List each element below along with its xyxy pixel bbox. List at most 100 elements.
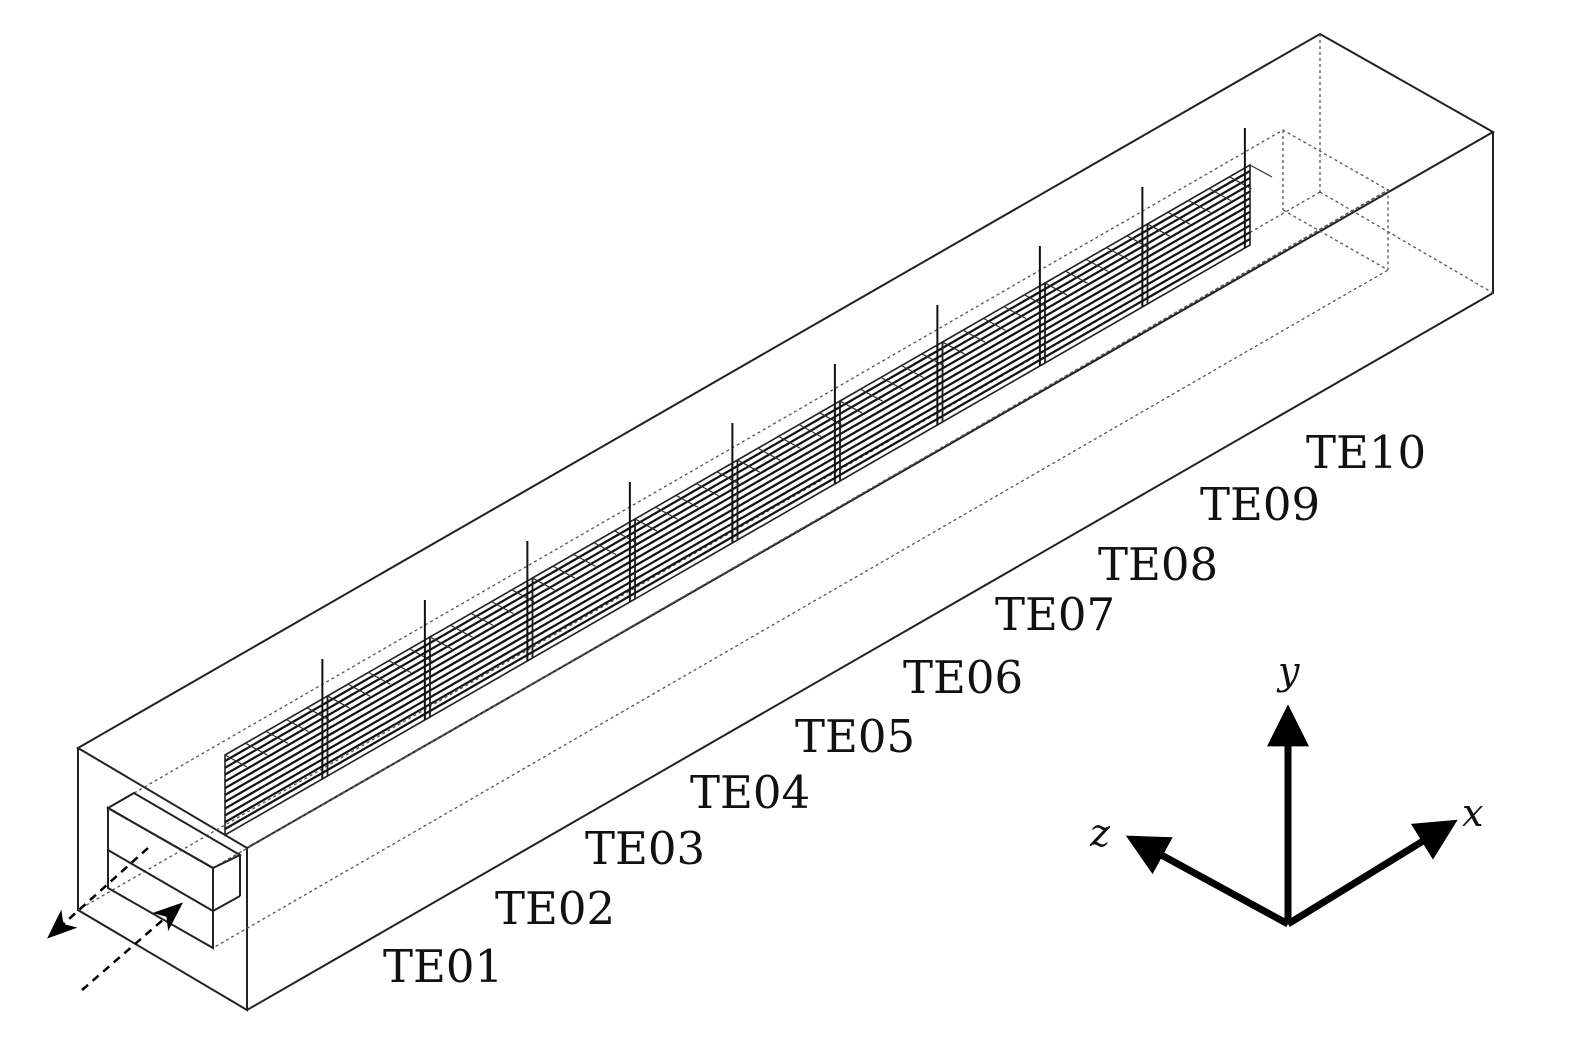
- module-rung: [983, 317, 1006, 331]
- module-fin: [429, 637, 534, 699]
- module-rung: [1024, 294, 1047, 308]
- module-rung: [1147, 223, 1170, 237]
- te-module-10: [1146, 127, 1273, 306]
- module-fin: [941, 294, 1046, 356]
- module-rung: [286, 719, 309, 733]
- te-label-10: TE10: [1306, 426, 1426, 479]
- module-fin: [941, 342, 1046, 404]
- module-rung: [614, 530, 637, 544]
- module-fin: [326, 710, 431, 771]
- module-rung: [634, 518, 658, 532]
- module-fin: [1146, 217, 1251, 279]
- x-axis-arrow: [1286, 819, 1458, 927]
- module-fin: [1146, 231, 1251, 293]
- module-fin: [1044, 256, 1149, 318]
- module-rung: [655, 506, 678, 520]
- module-fin: [736, 474, 841, 535]
- module-fin: [224, 728, 329, 790]
- module-rung: [880, 376, 904, 390]
- module-fin: [941, 335, 1046, 397]
- module-fin: [429, 651, 534, 712]
- module-rung: [1188, 199, 1211, 213]
- flow-indicator: [47, 847, 184, 991]
- module-fin: [224, 748, 329, 810]
- module-fin: [531, 571, 636, 633]
- module-fin: [839, 367, 944, 429]
- y-axis-label: y: [1276, 649, 1300, 693]
- module-rung: [573, 553, 596, 567]
- module-fin: [839, 381, 944, 442]
- te-label-07: TE07: [995, 588, 1115, 641]
- module-fin: [1146, 197, 1251, 259]
- module-fin: [1146, 170, 1251, 231]
- module-fin: [839, 408, 944, 470]
- module-rung: [962, 329, 986, 343]
- module-fin: [941, 288, 1046, 349]
- module-fin: [429, 610, 534, 672]
- module-fin: [736, 453, 841, 515]
- module-rung: [409, 648, 432, 662]
- z-axis-arrow: [1125, 835, 1290, 928]
- te-label-04: TE04: [690, 766, 810, 819]
- module-rung: [860, 388, 883, 402]
- module-fin: [736, 460, 841, 522]
- module-fin: [839, 347, 944, 408]
- module-fin: [736, 433, 841, 495]
- module-fin: [224, 707, 329, 769]
- module-fin: [634, 465, 739, 526]
- module-fin: [839, 353, 944, 415]
- module-fin: [224, 701, 329, 762]
- module-rung: [1085, 258, 1109, 272]
- module-fin: [429, 623, 534, 685]
- module-fin: [429, 603, 534, 665]
- module-rung: [429, 636, 453, 650]
- module-fin: [634, 533, 739, 594]
- module-rung: [552, 565, 576, 579]
- module-fin: [634, 492, 739, 554]
- module-fin: [839, 394, 944, 456]
- module-fin: [1146, 176, 1251, 238]
- module-rung: [675, 494, 699, 508]
- module-rung: [921, 353, 945, 367]
- module-fin: [1044, 276, 1149, 338]
- module-fin: [634, 505, 739, 567]
- module-fin: [941, 315, 1046, 377]
- module-fin: [736, 406, 841, 467]
- module-fin: [326, 676, 431, 737]
- module-fin: [634, 485, 739, 547]
- module-rung: [1229, 176, 1252, 190]
- module-fin: [326, 642, 431, 703]
- module-fin: [1044, 290, 1149, 352]
- te-module-array: [224, 127, 1273, 837]
- module-rung: [470, 612, 494, 626]
- module-fin: [736, 412, 841, 474]
- module-fin: [839, 387, 944, 449]
- module-rung: [511, 589, 535, 603]
- module-rung: [1249, 164, 1273, 178]
- module-rung: [265, 730, 289, 744]
- module-rung: [306, 707, 330, 721]
- module-rung: [1126, 235, 1150, 249]
- x-axis-label: x: [1462, 791, 1483, 835]
- module-fin: [634, 471, 739, 533]
- module-fin: [839, 415, 944, 476]
- module-fin: [839, 374, 944, 436]
- module-rung: [1044, 282, 1068, 296]
- module-rung: [737, 459, 760, 473]
- module-fin: [326, 682, 431, 744]
- module-fin: [531, 585, 636, 647]
- module-rung: [716, 471, 740, 485]
- module-fin: [326, 703, 431, 765]
- module-rung: [368, 671, 391, 685]
- module-fin: [429, 589, 534, 651]
- module-rung: [224, 754, 248, 768]
- module-fin: [531, 558, 636, 619]
- module-rung: [347, 683, 371, 697]
- module-fin: [1146, 210, 1251, 272]
- module-fin: [429, 583, 534, 644]
- module-fin: [941, 349, 1046, 411]
- outer-housing: [76, 32, 1496, 1012]
- te-label-08: TE08: [1098, 538, 1218, 591]
- module-fin: [634, 526, 739, 588]
